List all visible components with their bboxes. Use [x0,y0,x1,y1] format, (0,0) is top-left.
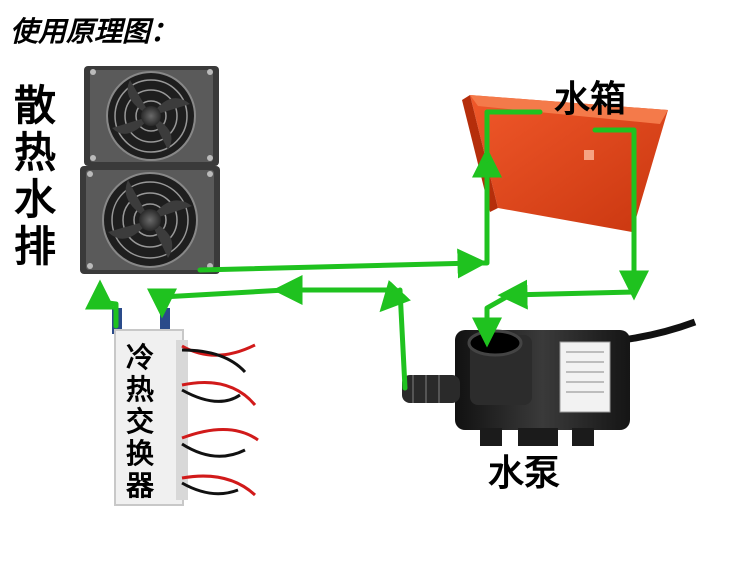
diagram-title: 使用原理图： [10,15,179,48]
flow-arrow [592,127,649,301]
fan-icon [84,66,219,166]
water-pump-label: 水泵 [488,453,561,494]
radiator [80,66,220,274]
flow-arrow [472,292,513,348]
fan-icon [80,166,220,274]
flow-arrow [484,109,543,163]
radiator-label: 散热水排 [14,81,57,271]
flow-arrow [497,279,637,310]
water-pump-icon [402,318,697,446]
flow-arrow [197,248,488,279]
flow-arrow [147,287,288,319]
flow-arrow [85,279,119,329]
flow-arrows [85,109,649,391]
water-tank-label: 水箱 [554,79,627,120]
flow-arrow [472,147,502,266]
heat-exchanger-label: 冷热交换器 [126,341,155,502]
heat-exchanger-icon [112,308,259,506]
flow-arrow [379,279,411,391]
